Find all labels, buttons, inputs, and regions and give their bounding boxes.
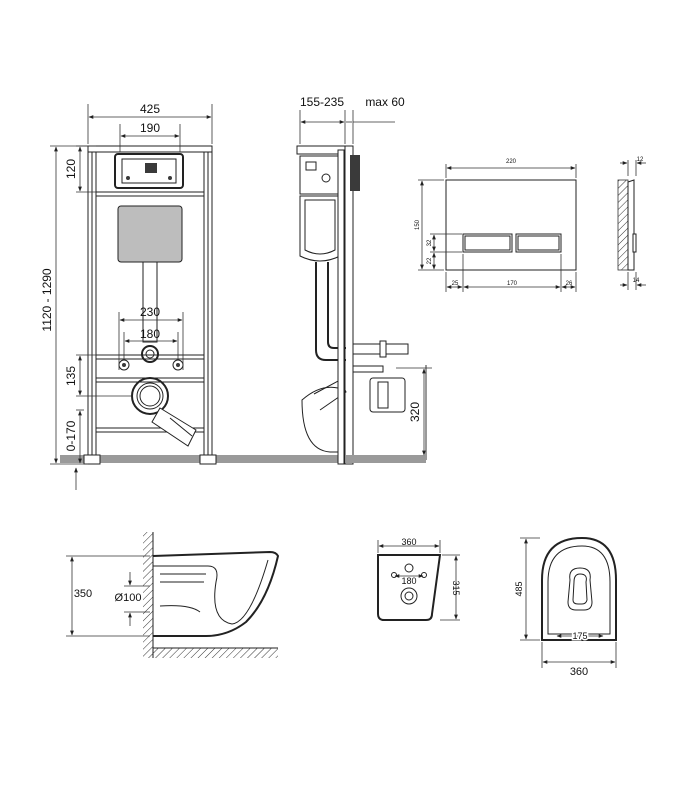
dim-bowl-bolt-spacing: 180 [401,576,416,586]
dim-plate-width: 220 [506,159,517,165]
dim-bowl-top-width: 360 [570,666,588,678]
bowl-side-view: 350 Ø100 [66,532,280,658]
frame-foot-left [83,454,101,465]
cistern [117,205,183,263]
bowl-back-view: 360 180 315 [377,537,461,621]
dim-plate-width: 190 [140,121,160,135]
dim-top-offset: 120 [64,159,78,179]
floor-line [60,455,425,463]
dim-bolt-spacing-outer: 230 [140,305,160,319]
bowl-top-view: 485 175 360 [514,536,617,678]
dim-right-margin: 26 [566,281,573,287]
dim-frame-depth: 155-235 [300,95,344,109]
side-wall [344,145,354,465]
flush-plate-view: 220 150 32 22 25 170 26 12 [415,157,646,292]
bowl-back-outline [377,554,442,621]
dim-side-outlet-height: 320 [408,402,422,422]
bowl-wall-hatch [143,532,153,658]
dim-plate-depth-bottom: 14 [633,278,640,284]
dim-left-margin: 25 [452,281,459,287]
flush-button-right [515,233,562,253]
dim-bowl-top-bolt-spacing: 175 [572,631,587,641]
flush-button-left [462,233,513,253]
bowl-back-outlet [400,587,418,605]
dim-plate-height: 150 [415,219,421,230]
dim-pipe-diameter: Ø100 [115,592,142,604]
dim-frame-width: 425 [140,102,160,116]
frame-front-view: 425 190 120 1120 - 1290 230 180 135 [40,102,425,490]
frame-side-view: 155-235 max 60 320 [296,95,432,465]
dim-bowl-length: 485 [514,581,524,596]
frame-foot-right [199,454,217,465]
frame-top-rail [87,145,213,153]
side-bracket [350,155,360,191]
dim-outlet-height: 135 [64,366,78,386]
inspection-opening [114,153,184,189]
side-cistern [299,195,341,262]
flush-plate [445,179,577,271]
dim-bowl-back-width: 360 [401,537,416,547]
dim-plate-depth-top: 12 [637,157,644,163]
dim-bowl-height: 350 [74,588,92,600]
dim-leg-adjust: 0-170 [64,420,78,451]
bowl-top-opening [567,567,593,611]
plate-wall-hatch [617,179,629,271]
drain-bend [151,407,197,447]
dim-frame-height: 1120 - 1290 [40,268,54,331]
bowl-outline [152,550,280,637]
dim-button-offset: 22 [427,257,433,264]
dim-bolt-spacing-inner: 180 [140,327,160,341]
inlet-connector [141,345,159,363]
dim-button-width: 170 [507,281,518,287]
dim-wall-max: max 60 [365,95,405,109]
dim-button-height: 32 [427,239,433,246]
bowl-top-outline [541,536,617,641]
plate-side-profile [627,179,635,271]
dim-bowl-back-height: 315 [451,580,461,595]
side-drain [301,386,339,453]
